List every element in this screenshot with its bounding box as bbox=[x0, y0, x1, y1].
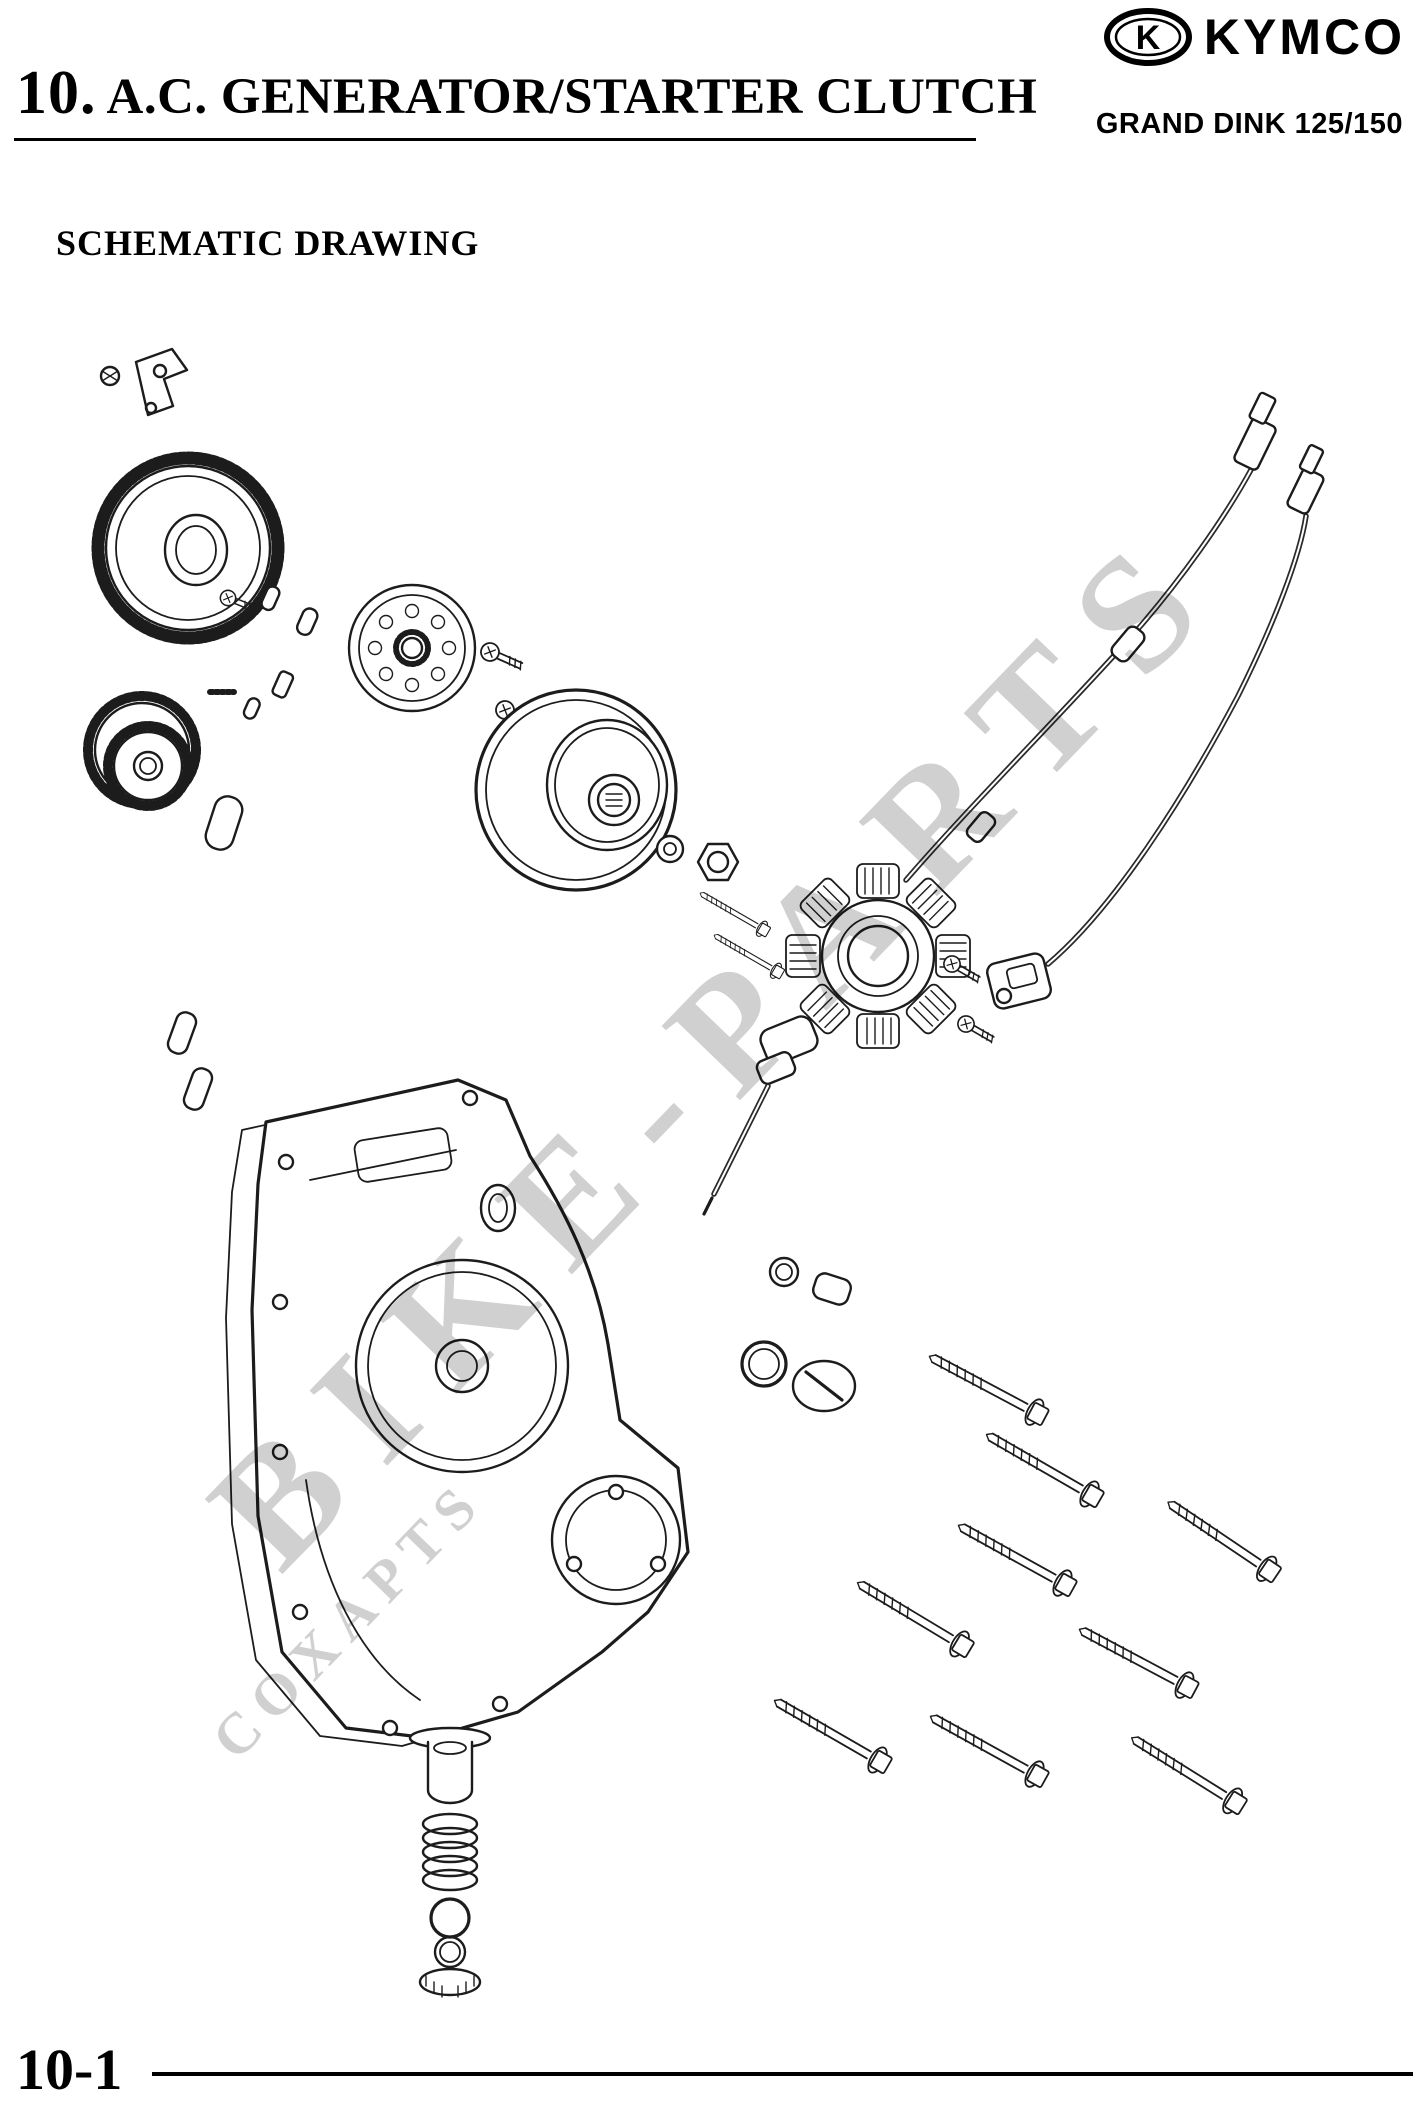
exploded-diagram bbox=[83, 347, 1325, 1998]
starter-driven-gear bbox=[91, 451, 285, 645]
chapter-title: A.C. GENERATOR/STARTER CLUTCH bbox=[106, 69, 1038, 125]
page-number: 10-1 bbox=[16, 2037, 123, 2102]
starter-clutch-plate bbox=[347, 583, 477, 713]
crankcase-cover bbox=[250, 1078, 690, 1740]
bracket-and-screw bbox=[99, 347, 189, 417]
idler-double-gear bbox=[83, 691, 201, 811]
rotor-nut bbox=[696, 842, 740, 882]
model-name: GRAND DINK 125/150 bbox=[1095, 108, 1403, 140]
logo-letter: K bbox=[1136, 19, 1161, 57]
brand-block: K KYMCO bbox=[1103, 8, 1405, 66]
pickup-coil bbox=[986, 952, 1052, 1010]
seal-and-plug bbox=[768, 1256, 852, 1306]
dowel-pins bbox=[166, 1011, 214, 1111]
oil-dipstick bbox=[702, 1015, 819, 1216]
washer bbox=[655, 834, 685, 864]
mounting-bolts bbox=[766, 1342, 1286, 1821]
stator-assembly bbox=[785, 863, 971, 1049]
header-divider bbox=[14, 138, 976, 141]
dowel-pin-large bbox=[204, 795, 244, 851]
oil-strainer-parts bbox=[408, 1726, 492, 1998]
small-pins-and-screws bbox=[207, 585, 319, 720]
wire-harness bbox=[903, 391, 1325, 967]
chapter-number: 10. bbox=[16, 59, 97, 127]
footer-divider bbox=[152, 2072, 1413, 2076]
page-title: 10.A.C. GENERATOR/STARTER CLUTCH bbox=[16, 58, 1037, 129]
kymco-logo-icon: K bbox=[1103, 8, 1192, 66]
stator-bolts bbox=[695, 885, 787, 983]
oring-and-cap bbox=[740, 1340, 857, 1413]
brand-name: KYMCO bbox=[1203, 9, 1405, 65]
section-heading: SCHEMATIC DRAWING bbox=[56, 223, 480, 263]
flywheel-rotor bbox=[474, 688, 678, 892]
